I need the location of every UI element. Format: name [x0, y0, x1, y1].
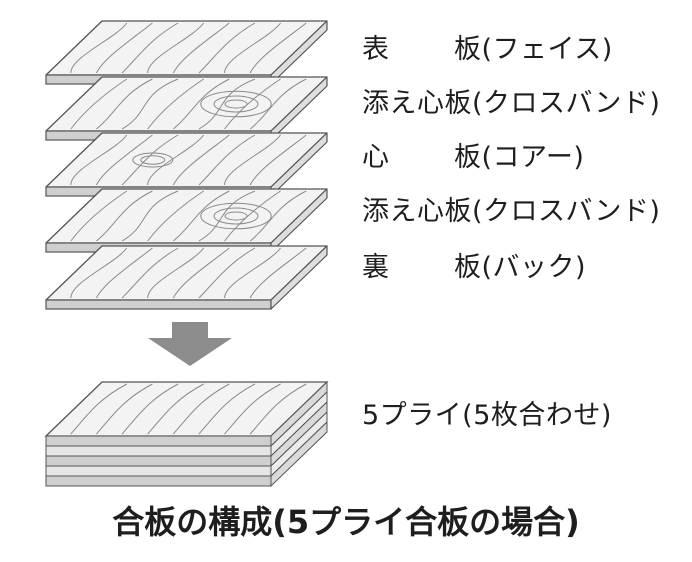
- grain-line: [249, 78, 307, 130]
- wood-knot: [200, 202, 272, 230]
- grain-line: [70, 78, 128, 130]
- wood-grain: [70, 383, 307, 435]
- grain-line: [224, 247, 281, 299]
- grain-line: [198, 190, 256, 242]
- grain-line: [70, 22, 128, 74]
- grain-line: [198, 134, 256, 186]
- layer-kind: 添え心: [362, 196, 445, 227]
- grain-line: [96, 78, 153, 130]
- wood-grain: [70, 190, 307, 242]
- veneer-layer: [45, 245, 328, 310]
- layer-name: 板(クロスバンド): [444, 88, 661, 119]
- grain-line: [249, 134, 307, 186]
- combined-label: 5プライ(5枚合わせ): [362, 400, 612, 431]
- wood-knot: [213, 95, 259, 113]
- grain-line: [224, 78, 281, 130]
- layer-label-core: 心 板(コアー): [362, 144, 584, 171]
- grain-line: [198, 247, 256, 299]
- veneer-stack: [45, 20, 328, 310]
- down-arrow-icon: [148, 322, 232, 366]
- grain-line: [172, 134, 230, 186]
- combined-plywood: [44, 380, 329, 488]
- veneer-side-edge: [270, 245, 328, 310]
- grain-line: [121, 134, 179, 186]
- grain-line: [224, 383, 281, 435]
- grain-line: [249, 22, 307, 74]
- wood-knot: [213, 207, 259, 225]
- grain-line: [249, 383, 307, 435]
- veneer-front-edge: [45, 299, 272, 310]
- wood-knot: [224, 99, 248, 109]
- grain-line: [70, 134, 128, 186]
- ply-front-edge: [45, 475, 272, 487]
- grain-line: [95, 134, 153, 186]
- arrow-shape: [148, 322, 232, 366]
- ply-side-edge: [270, 420, 328, 488]
- layer-label-crossband-1: 添え心板(クロスバンド): [362, 90, 660, 117]
- grain-line: [121, 190, 179, 242]
- grain-line: [147, 247, 205, 299]
- layer-name: 板(クロスバンド): [444, 196, 661, 227]
- grain-line: [96, 383, 153, 435]
- wood-grain: [70, 134, 307, 186]
- grain-line: [96, 190, 153, 242]
- diagram-caption: 合板の構成(5プライ合板の場合): [112, 503, 580, 541]
- veneer-layer: [45, 20, 328, 85]
- wood-grain: [70, 247, 307, 299]
- grain-line: [95, 247, 153, 299]
- grain-line: [198, 78, 256, 130]
- grain-line: [70, 383, 128, 435]
- ply-front-edge: [45, 465, 272, 477]
- grain-line: [173, 78, 230, 130]
- grain-line: [172, 383, 230, 435]
- grain-line: [224, 190, 281, 242]
- wood-knot: [132, 152, 174, 168]
- grain-line: [95, 22, 153, 74]
- grain-line: [224, 134, 281, 186]
- grain-line: [249, 247, 307, 299]
- grain-line: [121, 247, 179, 299]
- wood-knot: [224, 211, 248, 221]
- grain-line: [172, 247, 230, 299]
- grain-line: [147, 22, 205, 74]
- grain-line: [147, 134, 205, 186]
- grain-line: [147, 190, 204, 242]
- grain-line: [70, 190, 128, 242]
- grain-line: [147, 383, 204, 435]
- grain-line: [249, 190, 307, 242]
- grain-line: [172, 22, 230, 74]
- veneer-layer: [45, 188, 328, 253]
- wood-knot: [140, 155, 166, 165]
- layer-kind: 裏: [362, 252, 390, 283]
- layer-kind: 添え心: [362, 88, 445, 119]
- ply-front-edge: [45, 445, 272, 457]
- wood-grain: [70, 78, 307, 130]
- veneer-layer: [45, 76, 328, 141]
- veneer-layer: [45, 132, 328, 197]
- layer-label-crossband-2: 添え心板(クロスバンド): [362, 198, 660, 225]
- grain-line: [121, 78, 179, 130]
- grain-line: [198, 383, 256, 435]
- grain-line: [121, 383, 179, 435]
- layer-kind: 表: [362, 34, 390, 65]
- grain-line: [198, 22, 256, 74]
- layer-kind: 心: [362, 142, 390, 173]
- layer-name: 板(コアー): [454, 142, 585, 173]
- grain-line: [70, 247, 128, 299]
- wood-knot: [200, 90, 272, 118]
- grain-line: [173, 190, 230, 242]
- grain-line: [121, 22, 179, 74]
- layer-name: 板(バック): [454, 252, 587, 283]
- grain-line: [224, 22, 281, 74]
- ply-front-edge: [45, 435, 272, 447]
- layer-name: 板(フェイス): [454, 34, 613, 65]
- layer-label-back: 裏 板(バック): [362, 254, 586, 281]
- layer-label-face: 表 板(フェイス): [362, 36, 613, 63]
- ply-front-edge: [45, 455, 272, 467]
- wood-grain: [70, 22, 307, 74]
- grain-line: [147, 78, 204, 130]
